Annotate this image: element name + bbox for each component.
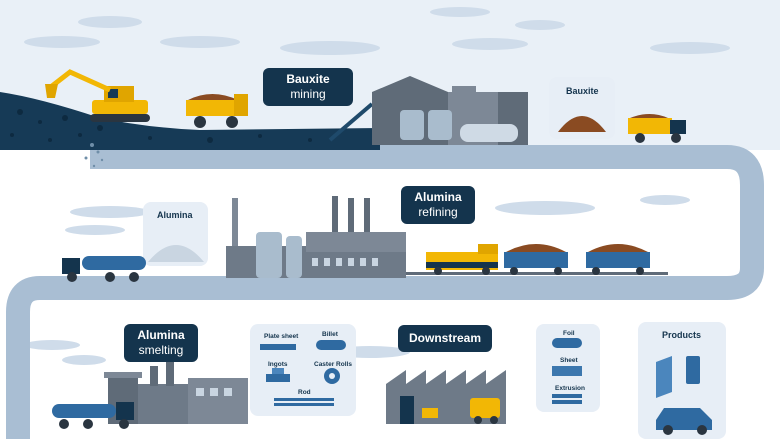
bauxite-heap (558, 116, 606, 132)
process-track (6, 145, 764, 439)
clouds (24, 7, 730, 365)
product-label-plate-sheet: Plate sheet (264, 333, 299, 340)
products-card-title: Products (662, 330, 702, 340)
stage-title-line2: refining (418, 205, 458, 219)
stage-title-line2: mining (290, 87, 326, 101)
stage-title-line1: Downstream (408, 331, 482, 345)
railway (406, 244, 668, 275)
alumina-card (143, 202, 208, 266)
downstream-factory (386, 370, 506, 424)
tanker-truck-bottom (52, 402, 134, 429)
pile-texture (10, 109, 312, 143)
tanker-truck-middle (62, 256, 146, 282)
product-label-caster-rolls: Caster Rolls (314, 361, 352, 368)
stage-title-line1: Alumina (414, 190, 462, 204)
downstream-product-icons (552, 338, 582, 404)
product-label-extrusion: Extrusion (555, 385, 585, 392)
falling-ore (84, 143, 104, 168)
stage-title-line1: Alumina (137, 328, 185, 342)
stage-label-bauxite-mining: Bauxite mining (263, 68, 353, 106)
bauxite-card (549, 77, 615, 139)
final-product-icons (656, 356, 712, 435)
refinery (226, 196, 406, 278)
alumina-heap (148, 245, 204, 262)
product-label-sheet: Sheet (560, 357, 578, 364)
ore-truck-top (628, 114, 686, 143)
product-label-rod: Rod (298, 389, 311, 396)
excavator (45, 69, 150, 122)
conveyor (328, 102, 374, 142)
bauxite-card-title: Bauxite (566, 86, 599, 96)
stage-title-line2: smelting (138, 343, 184, 357)
bauxite-pile (0, 92, 380, 150)
smelter-product-icons (260, 340, 346, 406)
stage-label-alumina-refining: Alumina refining (401, 186, 475, 224)
stage-title-line1: Bauxite (286, 72, 330, 86)
mining-plant (372, 76, 528, 145)
haul-truck (186, 94, 248, 128)
product-label-billet: Billet (322, 331, 338, 338)
stage-label-alumina-smelting: Alumina smelting (124, 324, 198, 362)
stage-label-downstream: Downstream (398, 325, 492, 352)
products-card (638, 322, 726, 439)
alumina-card-title: Alumina (157, 210, 193, 220)
product-label-ingots: Ingots (268, 361, 288, 368)
product-label-foil: Foil (563, 330, 575, 337)
